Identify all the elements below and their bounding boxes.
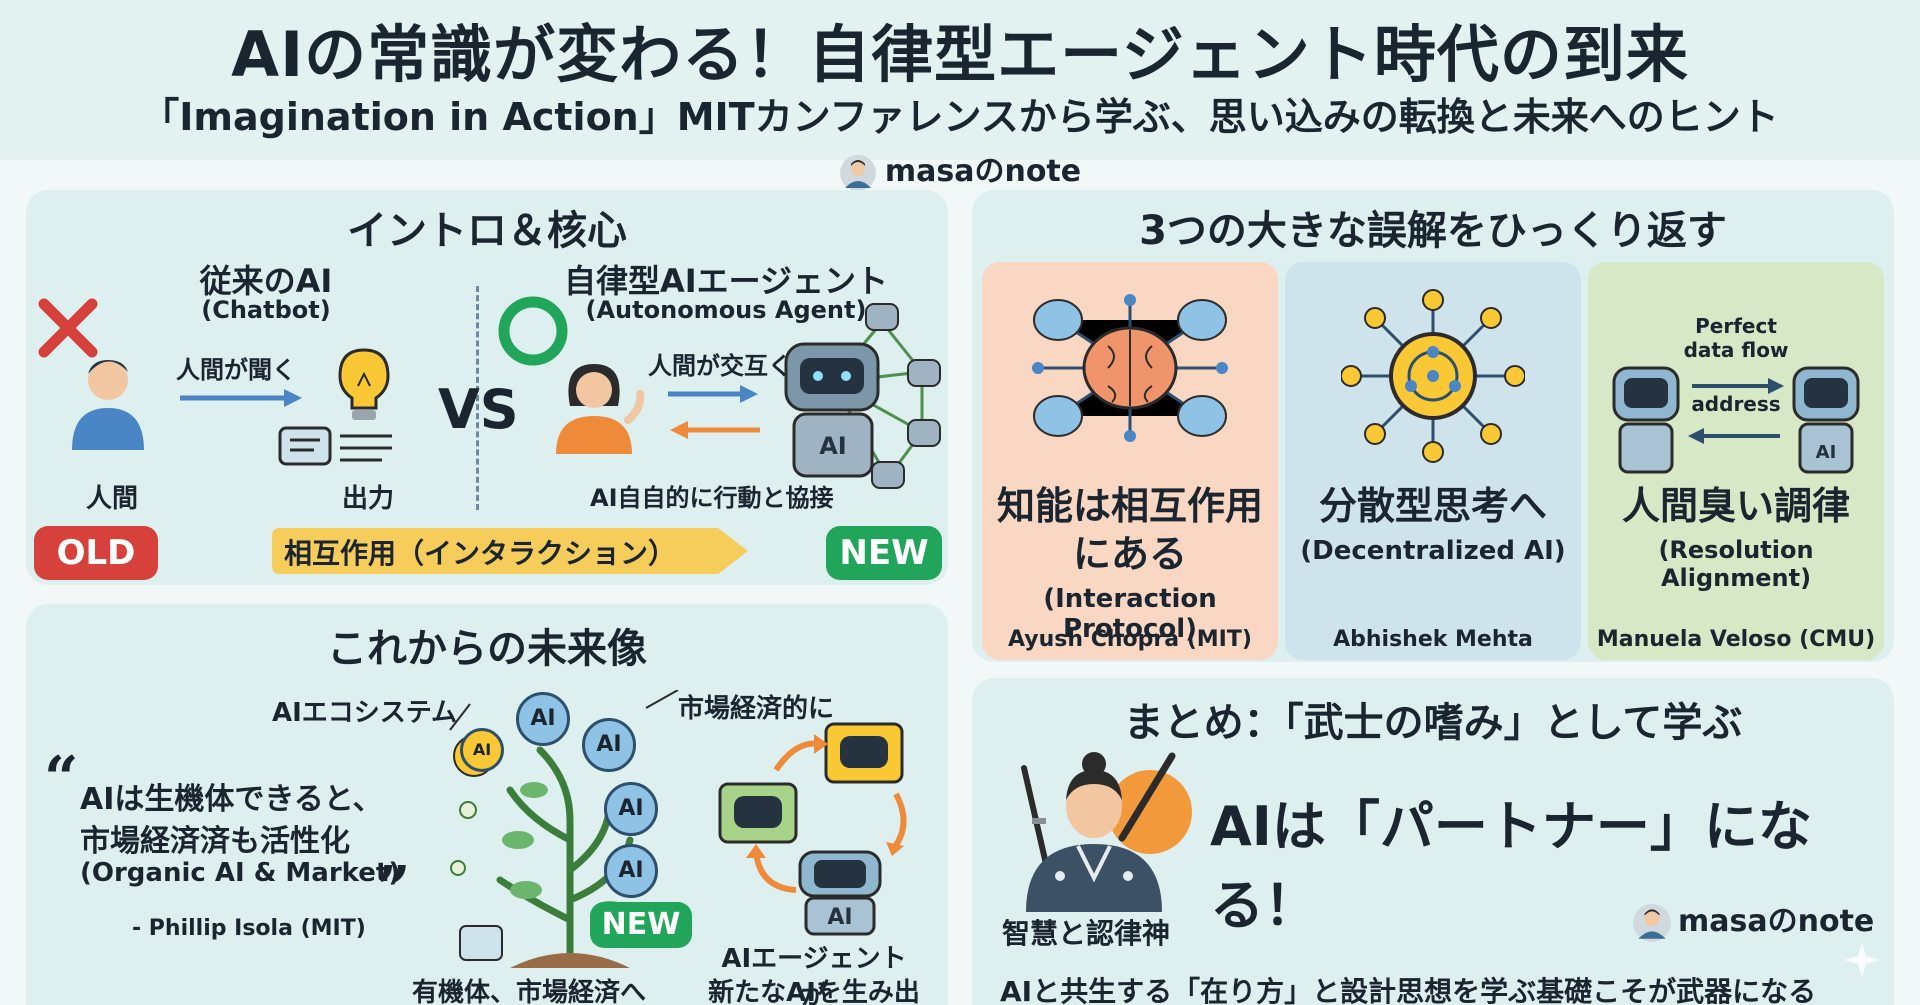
future-panel: これからの未来像 AIエコシステム 市場経済的に “ AIは生機体できると、 市… <box>26 604 948 1005</box>
ai-node-1: AI <box>516 692 570 746</box>
new-ai-subtitle: (Autonomous Agent) <box>585 296 867 324</box>
old-arrow-label: 人間が聞く <box>176 356 296 384</box>
sparkle-icon <box>1842 940 1882 980</box>
ai-node-text: AI <box>618 796 644 821</box>
quote-author: - Phillip Isola (MIT) <box>132 916 366 941</box>
ai-node-3: AI <box>604 782 658 836</box>
myth-card-3-sub: (Resolution Alignment) <box>1658 536 1814 592</box>
intro-title: イントロ＆核心 <box>347 208 627 254</box>
flow-label-3: address <box>1691 392 1781 416</box>
cross-icon <box>36 296 100 360</box>
robot-cycle-icon: AI <box>716 720 936 936</box>
vs-label: VS <box>438 378 519 441</box>
future-title: これからの未来像 <box>327 626 647 672</box>
summary-author-name: masaのnote <box>1678 904 1875 939</box>
myth-card-1: 知能は相互作用 にある (Interaction Protocol) Ayush… <box>982 262 1278 660</box>
output-doc-icon <box>278 426 398 476</box>
page-subtitle: 「Imagination in Action」MITカンファレンスから学ぶ、思い… <box>141 95 1779 139</box>
ai-node-text: AI <box>472 740 492 759</box>
ai-node-text: AI <box>596 732 622 757</box>
robot-network-icon: AI <box>772 282 948 490</box>
myth-card-1-name: Ayush Chopra (MIT) <box>1008 627 1252 652</box>
interaction-banner: 相互作用（インタラクション） <box>270 526 752 576</box>
myth-card-2-title-1: 分散型思考へ <box>1318 484 1547 528</box>
interaction-banner-text: 相互作用（インタラクション） <box>284 537 677 570</box>
robot-ai-text: AI <box>819 432 847 460</box>
myth-card-1-title-2: にある <box>1072 532 1187 576</box>
author-credit-top: masaのnote <box>0 146 1920 192</box>
samurai-icon <box>1002 748 1192 912</box>
flow-label-2: data flow <box>1683 338 1789 362</box>
samurai-caption: 智慧と認律神 <box>1002 917 1171 950</box>
ai-node-5: AI <box>460 728 504 772</box>
quote-line-3: (Organic AI & Market) <box>80 858 401 888</box>
future-bottom-right-2: 新たなAIを生み出す <box>708 978 920 1005</box>
quote-line-2: 市場経済済も活性化 <box>80 824 350 859</box>
myth-card-1-title-1: 知能は相互作用 <box>996 484 1263 528</box>
avatar-icon <box>839 154 877 192</box>
new-caption: AI自自的に行動と協接 <box>590 484 834 512</box>
page-title: AIの常識が変わる！自律型エージェント時代の到来 <box>231 18 1689 91</box>
ai-node-2: AI <box>582 718 636 772</box>
myth-card-3-title-1: 人間臭い調律 <box>1621 484 1850 528</box>
arrow-right-icon <box>176 386 306 410</box>
output-label: 出力 <box>342 484 395 514</box>
future-bottom-left: 有機体、市場経済へ <box>412 978 647 1005</box>
myth-card-3: Perfect data flow address AI 人間臭い調律 (Res… <box>1588 262 1884 660</box>
cycle-robot-ai-text: AI <box>827 905 852 930</box>
myth-card-2: 分散型思考へ (Decentralized AI) Abhishek Mehta <box>1285 262 1581 660</box>
summary-panel: まとめ：「武士の嗜み」として学ぶ 智慧と認律神 AIは「パートナー」になる！ m… <box>972 678 1894 1005</box>
myths-panel: 3つの大きな誤解をひっくり返す 知能は相互作用 にある (Interaction… <box>972 190 1894 662</box>
myth-card-1-sub: (Interaction Protocol) <box>1043 584 1217 644</box>
old-ai-title: 従来のAI <box>199 262 333 300</box>
myth-card-2-name: Abhishek Mehta <box>1333 627 1533 652</box>
avatar-icon <box>1632 903 1672 943</box>
eco-label: AIエコシステム <box>272 698 458 728</box>
decentralized-network-icon <box>1341 288 1525 464</box>
quote-close-icon: ” <box>376 854 411 924</box>
ai-node-4: AI <box>604 844 658 898</box>
flow-label-1: Perfect <box>1695 314 1777 338</box>
new-tag: NEW <box>826 526 942 580</box>
future-new-tag: NEW <box>590 902 692 948</box>
brain-network-icon <box>1028 290 1232 446</box>
vs-divider <box>476 286 479 510</box>
bidirectional-arrows-icon <box>664 380 764 446</box>
robot-pair-icon: AI <box>1608 358 1864 478</box>
summary-footer: AIと共生する「在り方」と設計思想を学ぶ基礎こそが武器になる <box>1000 975 1817 1005</box>
future-bottom-right-1: AIエージェントが <box>721 944 907 1005</box>
human-label: 人間 <box>86 484 139 514</box>
myth-card-2-sub: (Decentralized AI) <box>1300 536 1566 566</box>
lightbulb-icon <box>332 346 396 426</box>
quote-open-icon: “ <box>44 744 79 814</box>
ai-node-text: AI <box>618 858 644 883</box>
circle-check-icon <box>496 294 570 368</box>
myth-card-3-name: Manuela Veloso (CMU) <box>1596 627 1876 652</box>
summary-title: まとめ：「武士の嗜み」として学ぶ <box>1123 700 1743 746</box>
human-icon <box>68 350 148 450</box>
myths-title: 3つの大きな誤解をひっくり返す <box>1139 208 1727 254</box>
summary-headline: AIは「パートナー」になる！ <box>1210 795 1812 937</box>
woman-icon <box>548 354 648 454</box>
intro-panel: イントロ＆核心 従来のAI (Chatbot) 人間 人間が聞く 出力 OLD … <box>26 190 948 585</box>
header <box>0 0 1920 160</box>
author-name: masaのnote <box>884 154 1082 189</box>
old-ai-subtitle: (Chatbot) <box>201 296 331 324</box>
new-arrow-label: 人間が交互く <box>648 352 792 380</box>
old-tag: OLD <box>34 526 158 580</box>
pair-robot-ai-text: AI <box>1816 442 1837 463</box>
new-ai-title: 自律型AIエージェント <box>563 262 889 300</box>
market-label: 市場経済的に <box>678 694 835 724</box>
quote-line-1: AIは生機体できると、 <box>80 782 383 817</box>
summary-author: masaのnote <box>1632 896 1874 943</box>
ai-node-text: AI <box>530 706 556 731</box>
